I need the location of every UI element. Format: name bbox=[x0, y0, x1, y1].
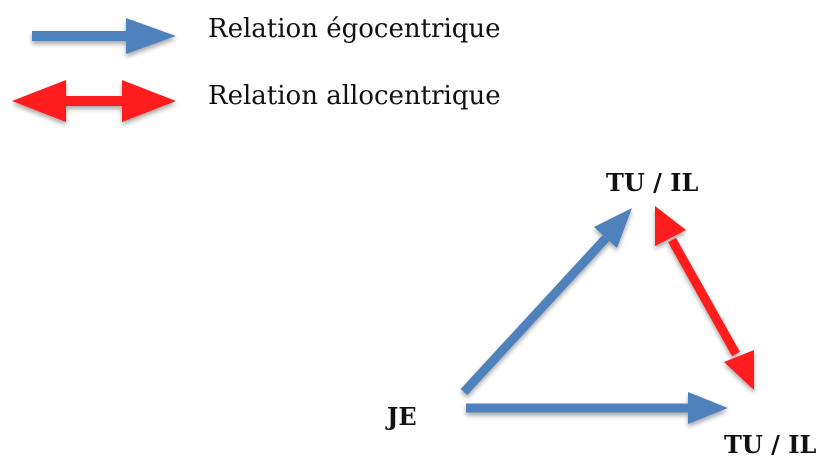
node-je: JE bbox=[387, 402, 417, 431]
legend-egocentric-label: Relation égocentrique bbox=[208, 14, 501, 44]
egocentric-arrow-je-to-bottom bbox=[466, 392, 728, 424]
legend-allocentric-arrow bbox=[12, 80, 176, 122]
node-tu-il-top: TU / IL bbox=[606, 168, 699, 197]
node-tu-il-bottom: TU / IL bbox=[724, 430, 817, 459]
legend-allocentric-label: Relation allocentrique bbox=[208, 81, 501, 111]
egocentric-arrow-je-to-top bbox=[460, 208, 632, 396]
allocentric-arrow-top-bottom bbox=[655, 206, 754, 390]
legend-egocentric-arrow bbox=[32, 18, 176, 54]
